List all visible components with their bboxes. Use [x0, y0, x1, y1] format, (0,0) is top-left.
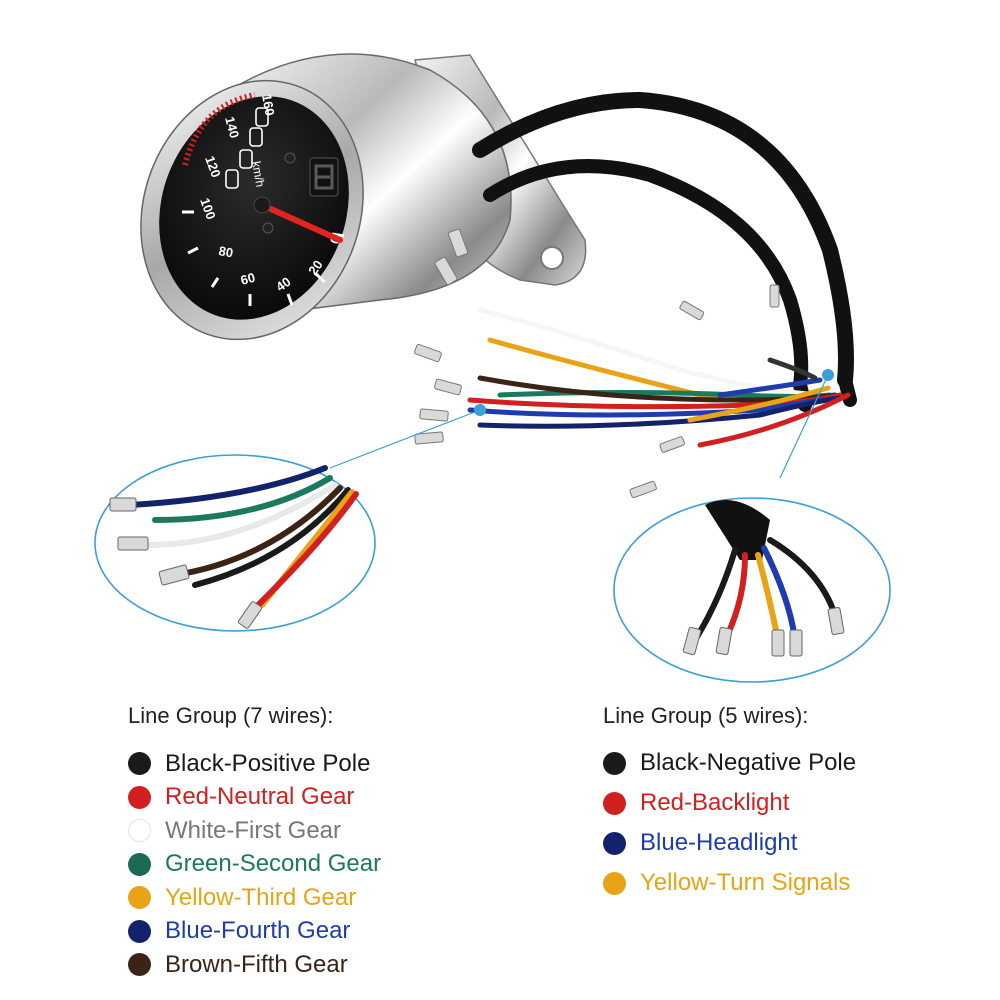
legend-item: Yellow-Turn Signals [603, 863, 856, 903]
legend-title: Line Group (5 wires): [603, 703, 809, 728]
speed-unit: km/h [249, 160, 267, 188]
color-dot-icon [128, 785, 151, 809]
legend-item: Black-Positive Pole [128, 747, 381, 781]
zoom-connector-left [329, 409, 481, 469]
legend-item-label: Brown-Fifth Gear [165, 950, 348, 978]
scale-label: 140 [222, 115, 242, 140]
scale-label: 160 [259, 93, 278, 117]
color-dot-icon [128, 752, 151, 776]
legend-item-label: Red-Backlight [640, 789, 790, 816]
legend-item: Yellow-Third Gear [128, 881, 381, 915]
gauge-needle [259, 202, 343, 243]
legend-item: Brown-Fifth Gear [128, 948, 381, 982]
legend-item: Red-Neutral Gear [128, 781, 381, 815]
legend-item-label: Black-Negative Pole [640, 749, 857, 776]
legend-item: White-First Gear [128, 814, 381, 848]
legend-title: Line Group (7 wires): [128, 703, 334, 728]
zoom-connector-right [779, 374, 829, 479]
scale-label: 20 [305, 257, 326, 277]
scale-label: 80 [217, 243, 234, 260]
scale-label: 60 [239, 270, 257, 288]
legend-item: Green-Second Gear [128, 848, 381, 882]
legend-item: Blue-Fourth Gear [128, 915, 381, 949]
legend-item-label: Red-Neutral Gear [165, 783, 355, 811]
legend-item-label: Yellow-Turn Signals [640, 869, 851, 896]
color-dot-icon [128, 953, 151, 977]
color-dot-icon [603, 831, 626, 855]
speedometer-illustration: 0 20 40 60 80 100 120 140 160 km/h [94, 53, 891, 683]
scale-label: 40 [273, 274, 293, 295]
legend-item-label: Green-Second Gear [165, 850, 382, 878]
wire-terminals [414, 228, 780, 499]
zoom-circle-5-wires [613, 497, 891, 683]
legend-item: Black-Negative Pole [603, 743, 856, 783]
color-dot-icon [128, 819, 151, 843]
legend-item-label: Blue-Headlight [640, 829, 798, 856]
color-dot-icon [603, 791, 626, 815]
color-dot-icon [603, 871, 626, 895]
legend-item-label: Blue-Fourth Gear [165, 917, 351, 945]
legend-item-label: White-First Gear [165, 816, 342, 844]
legend-7-wires: Line Group (7 wires): Black-Positive Pol… [128, 703, 381, 982]
legend-item-label: Yellow-Third Gear [165, 883, 357, 911]
legend-item: Red-Backlight [603, 783, 856, 823]
color-dot-icon [603, 751, 626, 775]
zoom-circle-7-wires [94, 454, 376, 632]
scale-label: 120 [202, 154, 224, 180]
color-dot-icon [128, 886, 151, 910]
speedometer-gauge: 0 20 40 60 80 100 120 140 160 km/h [140, 79, 364, 341]
color-dot-icon [128, 852, 151, 876]
scale-label: 100 [197, 196, 219, 222]
legend-item: Blue-Headlight [603, 823, 856, 863]
legend-5-wires: Line Group (5 wires): Black-Negative Pol… [603, 703, 856, 903]
legend-item-label: Black-Positive Pole [165, 749, 371, 777]
colored-wires [467, 307, 851, 448]
color-dot-icon [128, 919, 151, 943]
